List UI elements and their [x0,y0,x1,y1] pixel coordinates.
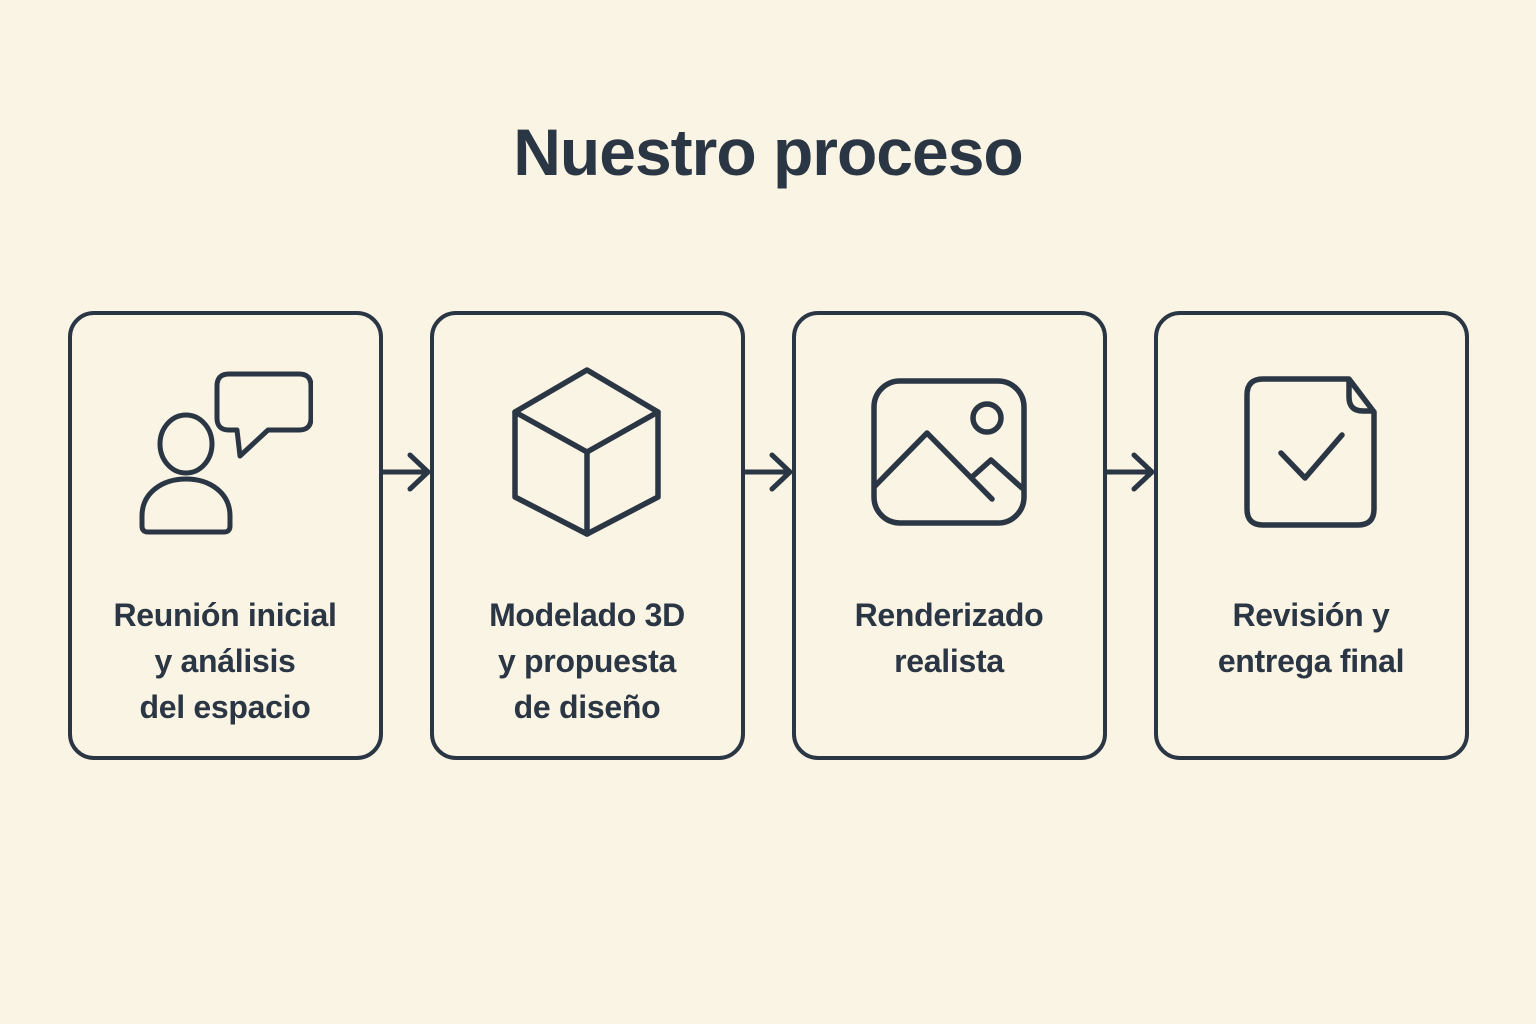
card-label-line: del espacio [139,689,311,725]
page-title: Nuestro proceso [513,115,1023,189]
arrow-right-icon [744,452,792,492]
card-label: Reunión inicial y análisis del espacio [113,592,336,730]
process-card-renderizado: Renderizado realista [791,311,1107,760]
card-label-line: de diseño [513,689,661,725]
arrow-right-icon [382,452,430,492]
card-label-line: y análisis [154,643,296,679]
process-card-reunion-inicial: Reunión inicial y análisis del espacio [67,311,383,760]
card-label: Modelado 3D y propuesta de diseño [489,592,685,730]
card-label-line: Reunión inicial [113,597,337,633]
flow-arrow [744,450,792,494]
card-icon-wrap [137,367,313,537]
cube-3d-icon [512,367,661,537]
flow-arrow [1106,450,1154,494]
image-icon [871,378,1027,526]
card-label-line: Modelado 3D [489,597,685,633]
flow-arrow [382,450,430,494]
card-icon-wrap [871,367,1027,537]
process-card-modelado-3d: Modelado 3D y propuesta de diseño [429,311,745,760]
card-label: Renderizado realista [855,592,1044,684]
card-label-line: Revisión y [1232,597,1390,633]
card-label: Revisión y entrega final [1217,592,1405,684]
person-chat-icon [139,371,313,535]
card-icon-wrap [1244,367,1378,537]
card-label-line: Renderizado [854,597,1044,633]
card-label-line: entrega final [1217,643,1405,679]
process-flow: Reunión inicial y análisis del espacio M… [0,311,1536,760]
arrow-right-icon [1106,452,1154,492]
card-label-line: realista [894,643,1004,679]
card-icon-wrap [512,367,662,537]
document-check-icon [1244,376,1377,528]
process-card-entrega-final: Revisión y entrega final [1153,311,1469,760]
card-label-line: y propuesta [497,643,677,679]
